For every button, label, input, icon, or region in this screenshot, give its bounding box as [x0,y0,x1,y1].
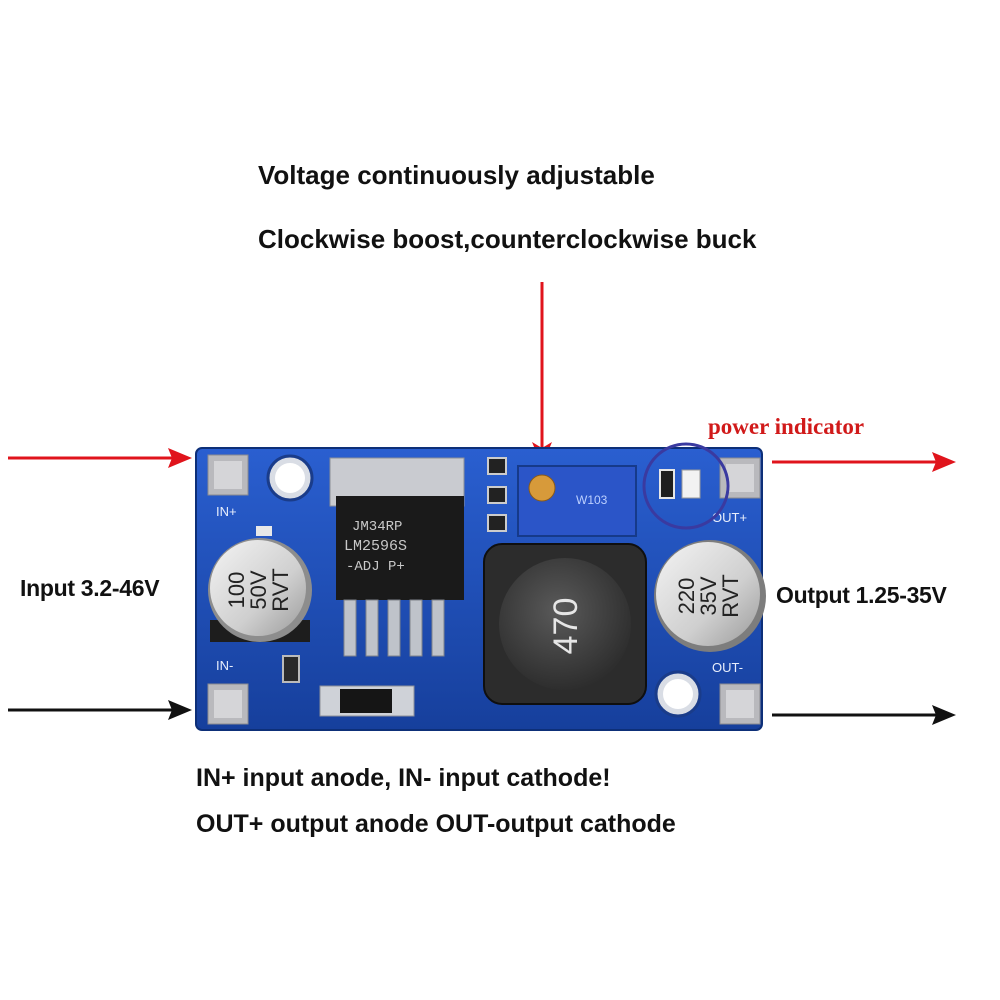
header-line-1: Voltage continuously adjustable [258,160,655,190]
pad-label-in-plus: IN+ [216,504,237,519]
power-indicator-led [642,442,730,530]
input-cap-voltage: 50V [246,570,271,609]
regulator-chip: JM34RP LM2596S -ADJ P+ [329,457,465,657]
input-range-label: Input 3.2-46V [20,575,160,601]
diode [319,685,415,717]
smd-resistor-1 [282,655,300,683]
smd-part-1 [487,457,507,475]
pad-label-out-minus: OUT- [712,660,743,675]
chip-marking-2: LM2596S [344,538,407,555]
output-capacitor: 220 35V RVT [654,540,766,652]
input-plus-arrow [8,448,192,468]
footer-line-2: OUT+ output anode OUT-output cathode [196,810,676,838]
footer-line-1: IN+ input anode, IN- input cathode! [196,764,611,792]
inductor-value: 470 [547,598,585,655]
potentiometer: W103 [517,465,637,537]
output-minus-arrow [772,705,956,725]
smd-part-3 [487,514,507,532]
input-minus-arrow [8,700,192,720]
smd-part-2 [487,486,507,504]
chip-marking-1: JM34RP [352,519,402,535]
indicator-highlight-circle [642,442,730,530]
output-cap-series: RVT [718,574,743,618]
pot-marking: W103 [576,493,608,507]
output-cap-value: 220 [674,578,699,615]
chip-marking-3: -ADJ P+ [346,559,405,575]
power-indicator-label: power indicator [708,414,865,439]
header-line-2: Clockwise boost,counterclockwise buck [258,224,757,254]
input-cap-value: 100 [224,572,249,609]
input-capacitor: 100 50V RVT [208,526,312,642]
output-plus-arrow [772,452,956,472]
input-cap-series: RVT [268,568,293,612]
output-range-label: Output 1.25-35V [776,582,947,608]
pad-label-out-plus: OUT+ [712,510,747,525]
inductor: 470 [483,543,647,705]
pad-label-in-minus: IN- [216,658,233,673]
adjust-arrow [532,282,552,466]
output-cap-voltage: 35V [696,576,721,615]
